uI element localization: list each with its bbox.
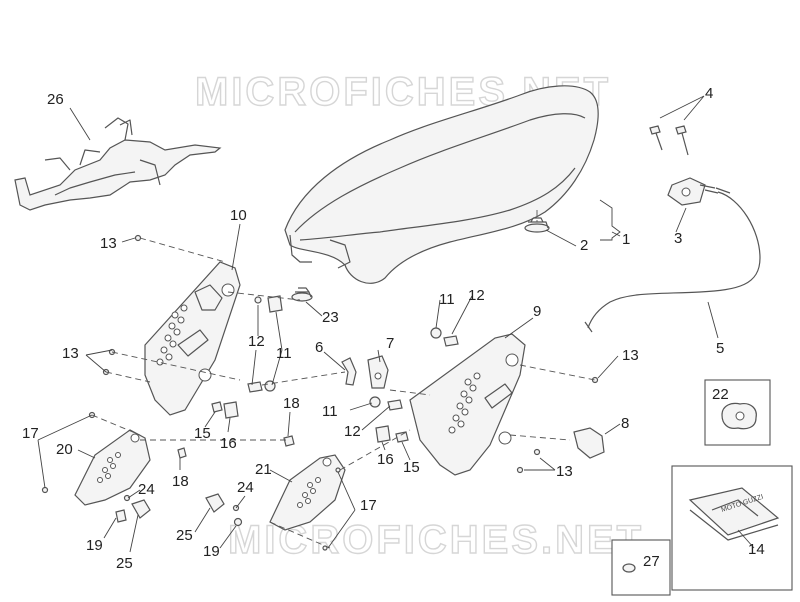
callout-4: 4 [705,85,713,102]
callout-19-b: 19 [203,543,220,560]
callout-25-a: 25 [116,555,133,572]
left-lower-cover [74,429,151,506]
seat-frame-bracket [14,117,222,211]
callout-14: 14 [748,541,765,558]
callout-7: 7 [386,335,394,352]
gasket-inset [704,379,771,446]
callout-18-b: 18 [172,473,189,490]
rubber-bump-23 [291,287,313,302]
callout-24-a: 24 [138,481,155,498]
washer-inset [611,539,671,596]
callout-5: 5 [716,340,724,357]
callout-13-b: 13 [62,345,79,362]
callout-23: 23 [322,309,339,326]
callout-22: 22 [712,386,729,403]
callout-25-b: 25 [176,527,193,544]
callout-9: 9 [533,303,541,320]
callout-27: 27 [643,553,660,570]
callout-19-a: 19 [86,537,103,554]
right-lower-cover [269,454,346,531]
callout-21: 21 [255,461,272,478]
callout-11-a: 11 [276,345,292,362]
callout-17-b: 17 [360,497,377,514]
callout-15-b: 15 [403,459,420,476]
callout-2: 2 [580,237,588,254]
seat [284,85,599,284]
seat-lock [667,177,719,206]
callout-12-a: 12 [248,333,265,350]
left-side-panel [144,261,241,416]
right-side-panel [409,333,526,476]
callout-16-a: 16 [220,435,237,452]
callout-20: 20 [56,441,73,458]
leader-lines [37,95,755,553]
callout-26: 26 [47,91,64,108]
callout-12-c: 12 [344,423,361,440]
callout-24-b: 24 [237,479,254,496]
assembly-lines [91,210,596,549]
callout-3: 3 [674,230,682,247]
screws [649,125,689,156]
callout-13-d: 13 [556,463,573,480]
callout-8: 8 [621,415,629,432]
callout-16-b: 16 [377,451,394,468]
callout-13-a: 13 [100,235,117,252]
callout-11-b: 11 [439,291,455,308]
callout-10: 10 [230,207,247,224]
callout-11-c: 11 [322,403,338,420]
callout-labels: 26 1 2 3 4 5 6 7 8 9 10 11 11 11 12 12 1… [22,85,765,572]
hardware [41,234,605,551]
callout-17-a: 17 [22,425,39,442]
manual-inset [671,465,793,591]
callout-13-c: 13 [622,347,639,364]
rubber-buffer [524,217,550,233]
callout-12-b: 12 [468,287,485,304]
callout-1: 1 [622,231,630,248]
release-cable [584,187,761,333]
callout-18-a: 18 [283,395,300,412]
callout-6: 6 [315,339,323,356]
callout-15-a: 15 [194,425,211,442]
